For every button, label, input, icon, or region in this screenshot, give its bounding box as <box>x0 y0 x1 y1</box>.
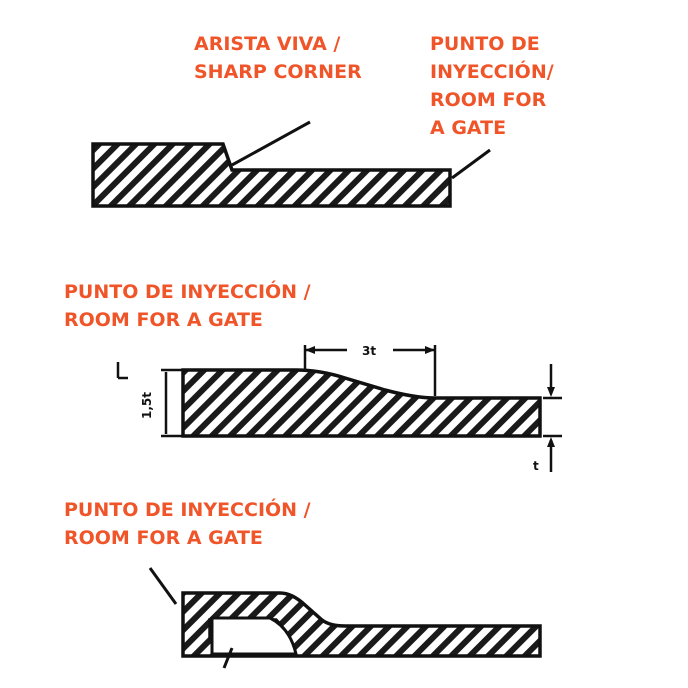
gate-label-2-line-1: PUNTO DE INYECCIÓN / <box>64 281 311 303</box>
gate-label-2-line-2: ROOM FOR A GATE <box>64 309 263 331</box>
figure-2-tapered-part: 3t 1,5t t <box>116 344 562 473</box>
sharp-corner-label: ARISTA VIVA / SHARP CORNER <box>194 30 362 86</box>
dim-15t-label: 1,5t <box>140 392 154 419</box>
tapered-section-shape <box>181 368 542 438</box>
gate-label-figure-2: PUNTO DE INYECCIÓN / ROOM FOR A GATE <box>64 278 311 334</box>
gate-leader-line-3 <box>148 567 178 605</box>
stepped-section-shape <box>91 142 452 208</box>
dim-3t-arrow-right <box>425 346 435 354</box>
gate-label-figure-1: PUNTO DE INYECCIÓN/ ROOM FOR A GATE <box>430 30 554 142</box>
gate-label-3-line-1: PUNTO DE INYECCIÓN / <box>64 499 311 521</box>
core-pointer-line <box>222 647 234 669</box>
gate-label-figure-3: PUNTO DE INYECCIÓN / ROOM FOR A GATE <box>64 496 311 552</box>
core-cavity <box>210 616 298 656</box>
gate-leader-line-1 <box>451 148 491 180</box>
gate-label-1-line-3: ROOM FOR <box>430 89 547 111</box>
sharp-corner-label-line-1: ARISTA VIVA / <box>194 33 341 55</box>
figure-1-stepped-part <box>91 120 491 208</box>
figure-3-cored-part <box>148 567 542 669</box>
gate-label-1-line-4: A GATE <box>430 117 507 139</box>
dim-t-arrow-top <box>547 387 555 397</box>
dim-t-label: t <box>533 459 539 473</box>
sharp-corner-leader-line <box>231 120 311 167</box>
sharp-corner-label-line-2: SHARP CORNER <box>194 61 362 83</box>
gate-label-1-line-1: PUNTO DE <box>430 33 540 55</box>
dim-3t-arrow-left <box>305 346 315 354</box>
gate-label-1-line-2: INYECCIÓN/ <box>430 61 554 83</box>
dim-3t-label: 3t <box>362 344 376 358</box>
gate-label-3-line-2: ROOM FOR A GATE <box>64 527 263 549</box>
